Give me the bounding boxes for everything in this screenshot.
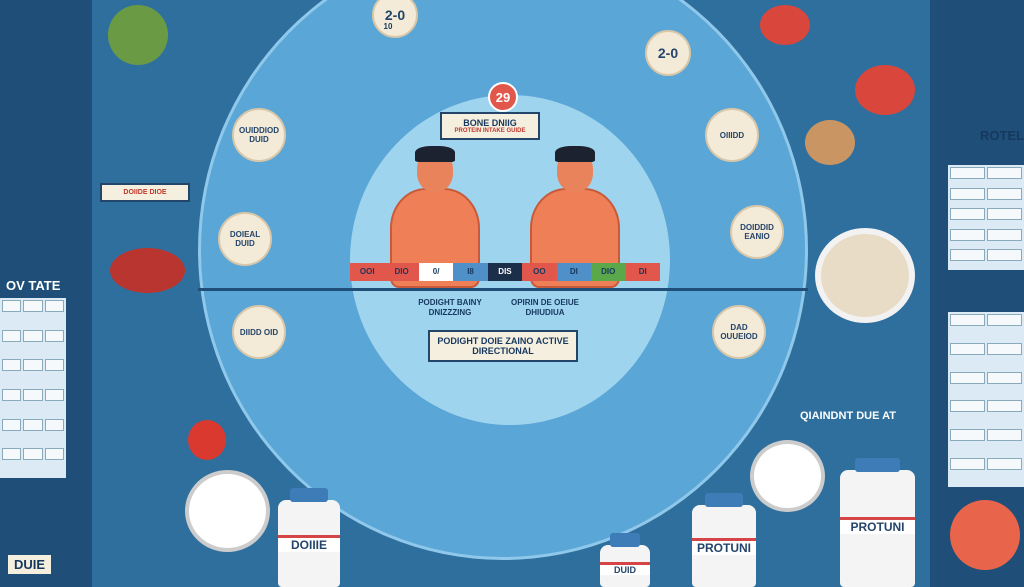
bowl-food [815, 228, 915, 323]
number-text: 2-0 [657, 45, 679, 61]
protein-tub: PROTUNI [840, 458, 915, 587]
scale-seg: DI [625, 263, 660, 281]
heart-food [950, 500, 1020, 570]
ring-bubble: DAD OUUEIOD [712, 305, 766, 359]
center-subtitle: PROTEIN INTAKE GUIDE [454, 128, 526, 134]
bottle-label: DOIIIE [278, 534, 340, 552]
meat-food [110, 248, 185, 293]
day-badge: 29 [488, 82, 518, 112]
center-bottom-box: PODIGHT DOIE ZAINO ACTIVE DIRECTIONAL [428, 330, 578, 362]
scale-seg: DI [556, 263, 592, 281]
ring-bubble: DOIEAL DUID [218, 212, 272, 266]
left-info-box: DOIIDE DIOE [100, 183, 190, 202]
scale-seg: DIO [384, 263, 419, 281]
left-caption: PODIGHT BAINY DNIZZZING [418, 298, 482, 317]
right-table-top [948, 165, 1024, 270]
scale-seg: 0/ [418, 263, 454, 281]
top-left-sub: 10 [383, 22, 393, 31]
apple-food [188, 420, 226, 460]
top-right-number: 2-0 [645, 30, 691, 76]
ring-bubble: DOIDDID EANIO [730, 205, 784, 259]
scale-seg: DIS [487, 263, 523, 281]
ring-bubble: DIIDD OID [232, 305, 286, 359]
small-bottle: DUID [600, 533, 650, 587]
right-caption: QIAINDNT DUE AT [800, 410, 896, 422]
right-caption-center: OPIRIN DE OEIUE DHIUDIUA [510, 298, 579, 317]
meat-food [855, 65, 915, 115]
scale-seg: DIO [591, 263, 626, 281]
meat-food [760, 5, 810, 45]
salad-bowl [185, 470, 270, 552]
bottle-label: PROTUNI [840, 516, 915, 534]
heart-food [108, 5, 168, 65]
number-text: 2-0 [384, 7, 406, 23]
left-panel [0, 0, 92, 587]
left-table [0, 298, 66, 478]
divider [198, 288, 808, 291]
center-title-box: BONE DNIIG PROTEIN INTAKE GUIDE [440, 112, 540, 140]
ring-bubble: OUIDDIOD DUID [232, 108, 286, 162]
center-title: BONE DNIIG [463, 118, 517, 128]
left-panel-title: OV TATE [6, 278, 61, 293]
right-panel [930, 0, 1024, 587]
bread-food [805, 120, 855, 165]
scale-seg: OOI [350, 263, 385, 281]
top-left-number: 2-0 [372, 0, 418, 38]
ring-bubble: OIIIDD [705, 108, 759, 162]
scale-seg: I8 [453, 263, 488, 281]
scale-seg: OO [522, 263, 557, 281]
right-panel-title: ROTEL [980, 128, 1024, 143]
supplement-bottle: DOIIIE [278, 488, 340, 587]
protein-bottle: PROTUNI [692, 493, 756, 587]
bottle-label: DUID [600, 561, 650, 575]
body-scale: OOI DIO 0/ I8 DIS OO DI DIO DI [350, 263, 660, 281]
salad-bowl [750, 440, 825, 512]
bottle-label: PROTUNI [692, 537, 756, 555]
right-table-bottom [948, 312, 1024, 487]
left-panel-bottom: DUIE [8, 555, 52, 574]
